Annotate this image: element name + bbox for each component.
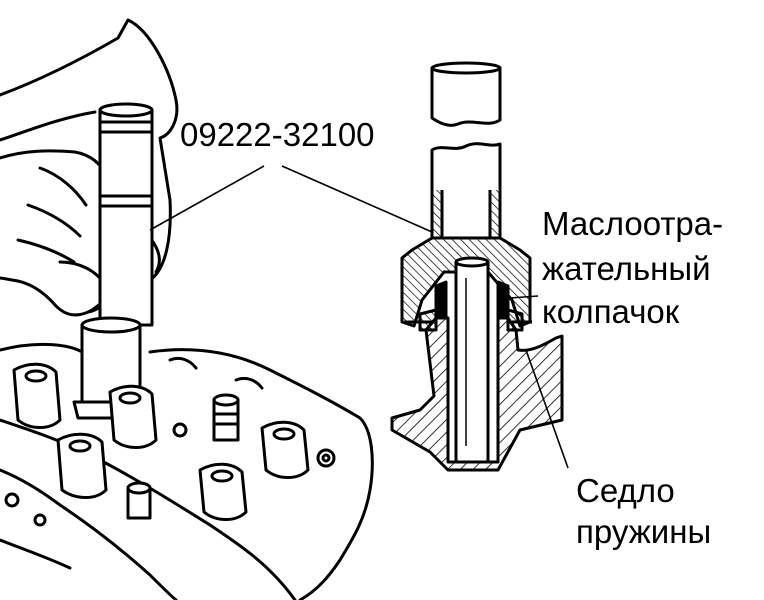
leader-seal (509, 295, 539, 299)
cam-caps (12, 362, 310, 521)
seal-label-line3: колпачок (542, 293, 680, 330)
sectional-view (390, 61, 564, 472)
cylinder-head-outline (0, 342, 374, 600)
tool-upper-fragment (430, 66, 502, 127)
seal-label-line1: Маслоотра- (542, 205, 723, 242)
seat-label-line2: пружины (576, 513, 711, 550)
oil-seal-cap (434, 280, 448, 320)
leader-lines (149, 165, 569, 469)
tool-number-label: 09222-32100 (180, 116, 375, 153)
seal-label-line2: жательный (542, 250, 711, 287)
valve-stem-on-head (126, 393, 240, 520)
leader-tool-right (281, 165, 433, 233)
tool-lower-body (430, 142, 502, 240)
seat-label-line1: Седло (576, 472, 675, 509)
valve-stem (454, 260, 490, 464)
leader-tool-left (149, 165, 265, 231)
installer-tool-shaft (98, 108, 154, 327)
cylinder-head-illustration (0, 18, 374, 600)
leader-seat (525, 349, 569, 469)
